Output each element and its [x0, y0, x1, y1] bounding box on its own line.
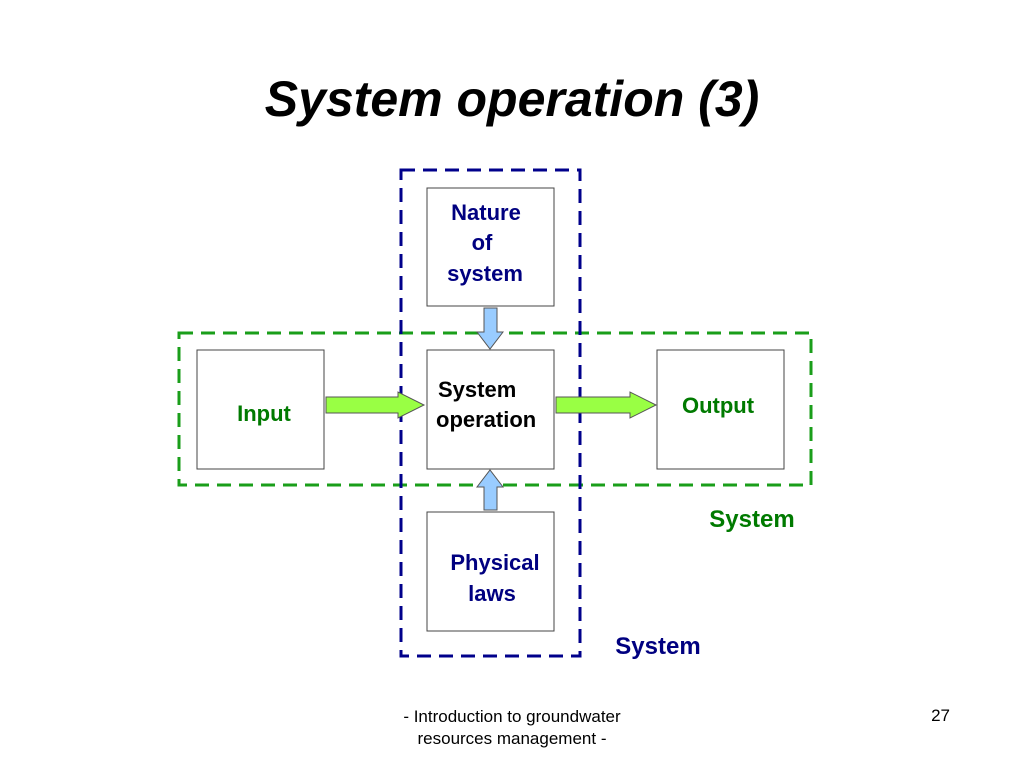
slide-title: System operation (3)	[264, 71, 760, 127]
page-number: 27	[931, 706, 950, 725]
nature-label-line1: Nature	[451, 200, 521, 225]
nature-down-arrow	[475, 307, 505, 350]
operation-label-line2: operation	[436, 407, 536, 432]
output-box	[656, 349, 785, 470]
input-label: Input	[237, 401, 291, 426]
blue-system-label: System	[615, 633, 700, 660]
system-operation-box	[426, 349, 555, 470]
physical-laws-box	[426, 511, 555, 632]
physical-label-line1: Physical	[450, 550, 539, 575]
input-box	[196, 349, 325, 470]
footer-line-2: resources management -	[417, 729, 607, 748]
physical-label-line2: laws	[468, 581, 516, 606]
nature-of-system-box	[426, 187, 555, 307]
nature-label-line3: system	[447, 261, 523, 286]
physical-up-arrow	[475, 469, 505, 511]
input-arrow	[325, 391, 426, 419]
footer-line-1: - Introduction to groundwater	[403, 707, 621, 726]
output-arrow	[555, 391, 658, 419]
operation-label-line1: System	[438, 377, 516, 402]
green-system-label: System	[709, 506, 794, 533]
output-label: Output	[682, 393, 755, 418]
slide-footer: - Introduction to groundwater resources …	[362, 706, 662, 750]
nature-label-line2: of	[472, 230, 493, 255]
